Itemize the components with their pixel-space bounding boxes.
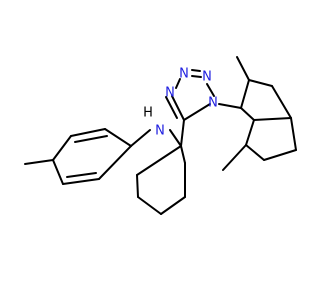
atom-labels: N N N N N H	[143, 67, 218, 139]
atom-n-tetrazole-left: N	[165, 86, 175, 101]
bond-ring-b-right-edge	[271, 85, 292, 119]
atom-n-tetrazole-top: N	[179, 67, 189, 82]
bond-ring-a-2	[70, 128, 106, 137]
bond-ring-a-4	[52, 159, 64, 185]
bond-ring-b-4	[263, 149, 297, 161]
bond-ring-b-2	[245, 119, 255, 146]
bond-cyclohexyl-to-tetrazole	[180, 119, 185, 147]
diagram-background	[0, 0, 300, 300]
bond-xylyl-methyl-bottom	[222, 144, 247, 171]
molecule-structure-diagram: N N N N N H	[0, 0, 300, 300]
bond-amine-to-cyclohexyl	[169, 129, 182, 147]
bond-ring-b-3	[245, 144, 265, 161]
bond-ring-a-2-inner	[74, 135, 108, 143]
bond-tetrazole-n-top-to-n-right	[191, 75, 202, 78]
bond-cyclohexane-6	[180, 145, 186, 164]
bond-ring-a-to-amine	[130, 129, 151, 147]
bond-ring-a-3	[52, 135, 72, 161]
bond-cyclohexane-1	[136, 145, 182, 176]
atom-h-amine: H	[143, 106, 153, 121]
bond-lines	[24, 56, 297, 215]
bond-ring-b-top-edge	[248, 79, 273, 87]
bond-tetrazole-n-right-to-n1	[206, 83, 215, 97]
bond-ring-a-5-inner	[66, 172, 97, 178]
atom-n-tetrazole-right: N	[208, 96, 218, 111]
bond-tolyl-methyl	[24, 159, 54, 165]
bond-ring-b-to-top	[240, 79, 250, 109]
bond-n1-to-xylyl	[218, 103, 242, 109]
bond-ring-a-5	[62, 178, 100, 185]
bond-cyclohexane-3	[137, 196, 162, 215]
bond-ring-b-5	[290, 117, 297, 151]
bond-xylyl-methyl-top	[236, 56, 250, 81]
bond-tetrazole-n-left-to-n-top	[175, 78, 181, 89]
bond-ring-b-1	[240, 107, 255, 121]
bond-tetrazole-c-n-left	[171, 95, 185, 121]
atom-n-tetrazole-upper-right: N	[202, 70, 212, 85]
bond-ring-a-6	[98, 145, 132, 180]
bond-tetrazole-n-top-to-n-right-double	[191, 69, 201, 72]
atom-n-amine: N	[155, 124, 165, 139]
bond-tetrazole-c-n-left-double	[165, 96, 178, 119]
bond-cyclohexane-2	[136, 174, 139, 198]
bond-tetrazole-n1-to-c	[183, 103, 211, 121]
bond-ring-a-1	[104, 128, 132, 147]
bond-cyclohexane-4	[160, 196, 186, 215]
bond-ring-b-6	[253, 117, 292, 121]
